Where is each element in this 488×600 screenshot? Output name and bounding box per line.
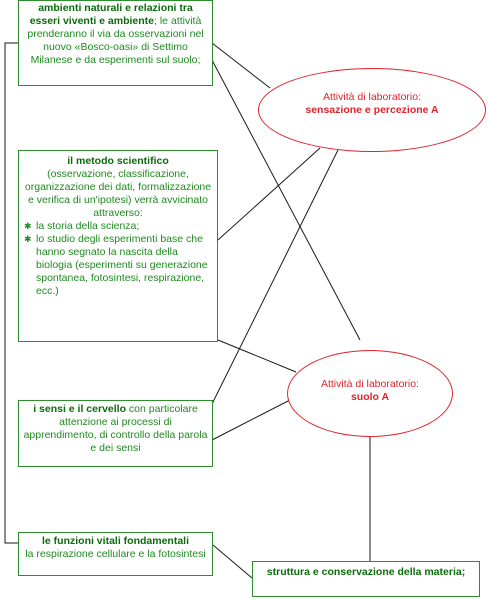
connector-box1-ellipse1: [211, 42, 271, 89]
box4-text: la respirazione cellulare e la fotosinte…: [25, 548, 206, 560]
box5-title: struttura e conservazione della materia;: [266, 566, 466, 578]
box-sensi-cervello: i sensi e il cervello con particolare at…: [18, 400, 213, 467]
connector-box3-ellipse1: [211, 149, 339, 405]
box2-text: (osservazione, classificazione, organizz…: [24, 168, 212, 219]
connector-box2-ellipse2: [217, 339, 297, 373]
connector-left-bracket: [4, 42, 18, 544]
box2-bullet-item: la storia della scienza;: [22, 220, 214, 233]
box1-title: ambienti naturali e relazioni tra esseri…: [29, 2, 193, 27]
box1-text: ; le attività prenderanno il via da osse…: [27, 15, 204, 66]
box3-text: con particolare attenzione ai processi d…: [23, 403, 208, 454]
ellipse2-label: Attività di laboratorio:: [320, 378, 420, 390]
connector-box2-ellipse1: [217, 147, 321, 241]
ellipse-sensazione-percezione: Attività di laboratorio: sensazione e pe…: [258, 68, 486, 152]
connector-box3-ellipse2: [211, 399, 291, 441]
ellipse1-label: Attività di laboratorio:: [322, 91, 422, 103]
box4-title: le funzioni vitali fondamentali: [41, 535, 189, 547]
box3-title: i sensi e il cervello: [33, 403, 126, 415]
connector-box1-ellipse2: [211, 59, 361, 341]
box2-title: il metodo scientifico: [67, 155, 169, 167]
box-struttura-materia: struttura e conservazione della materia;: [252, 561, 480, 597]
box2-bullet-list: la storia della scienza; lo studio degli…: [22, 220, 214, 298]
ellipse-suolo: Attività di laboratorio: suolo A: [287, 350, 453, 437]
ellipse2-title: suolo A: [350, 391, 390, 403]
box-ambienti-naturali: ambienti naturali e relazioni tra esseri…: [18, 0, 213, 86]
connector-box4-box5: [212, 544, 253, 579]
box2-bullet-item: lo studio degli esperimenti base che han…: [22, 233, 214, 298]
box-funzioni-vitali: le funzioni vitali fondamentali la respi…: [18, 532, 213, 576]
ellipse1-title: sensazione e percezione A: [305, 104, 439, 116]
box-metodo-scientifico: il metodo scientifico (osservazione, cla…: [18, 150, 218, 342]
